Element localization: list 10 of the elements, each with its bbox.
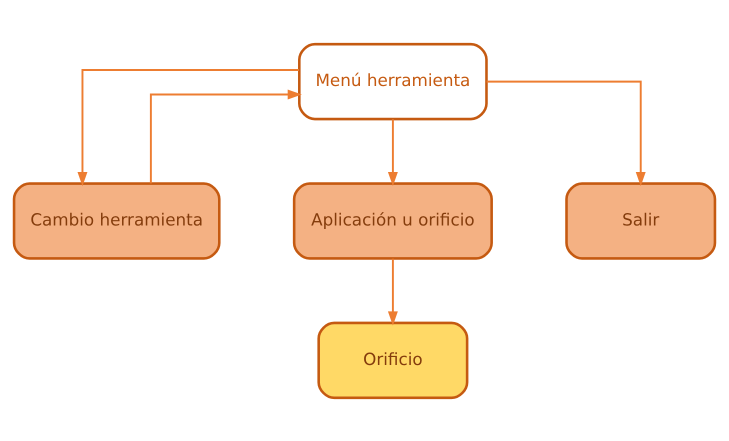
arrow: [150, 89, 302, 183]
arrow: [77, 68, 299, 186]
arrow: [388, 258, 398, 326]
node-box: Cambio herramienta: [12, 182, 221, 260]
arrow: [486, 80, 646, 186]
node-box: Menú herramienta: [298, 42, 488, 120]
node-box: Aplicación u orificio: [292, 182, 493, 260]
node-box: Orificio: [317, 321, 468, 399]
node-box: Salir: [565, 182, 716, 260]
arrow: [388, 118, 398, 186]
